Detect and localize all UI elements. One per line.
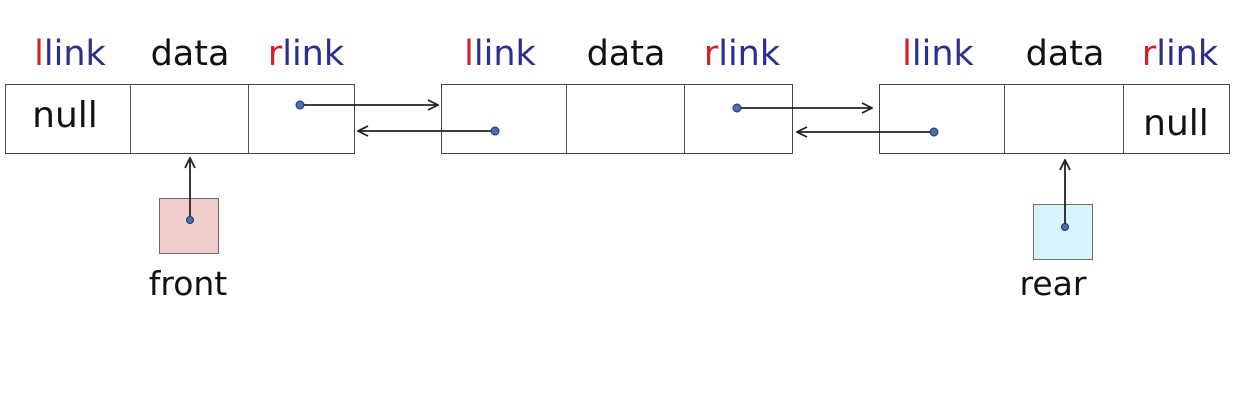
node1-rlink-header: rlink (267, 34, 345, 74)
node2-data-header: data (586, 34, 666, 74)
node2-llink-dot (490, 126, 500, 136)
node2-data-cell (567, 85, 685, 153)
node3-llink-dot (929, 127, 939, 137)
node1-llink-cell: null (6, 85, 131, 153)
front-pointer-box (159, 198, 219, 254)
node3-rlink-header: rlink (1141, 34, 1219, 74)
node1-llink-header: llink (34, 34, 106, 74)
node1-llink-value: null (32, 94, 98, 136)
node3-llink-header: llink (902, 34, 974, 74)
node-1: null (5, 84, 355, 154)
node-2 (441, 84, 793, 154)
node1-rlink-dot (295, 100, 305, 110)
rear-dot (1061, 223, 1069, 231)
node1-data-cell (131, 85, 249, 153)
node2-rlink-header: rlink (703, 34, 781, 74)
node3-llink-cell (880, 85, 1005, 153)
node3-data-header: data (1025, 34, 1105, 74)
front-label: front (148, 264, 228, 303)
front-dot (186, 216, 194, 224)
node-3: null (879, 84, 1230, 154)
rear-label: rear (1019, 264, 1087, 303)
rear-pointer-box (1033, 204, 1093, 260)
node1-data-header: data (150, 34, 230, 74)
node2-rlink-dot (732, 103, 742, 113)
node3-data-cell (1005, 85, 1124, 153)
node3-rlink-cell: null (1124, 85, 1228, 153)
node2-llink-header: llink (464, 34, 536, 74)
node3-rlink-value: null (1143, 102, 1209, 144)
node2-llink-cell (442, 85, 567, 153)
